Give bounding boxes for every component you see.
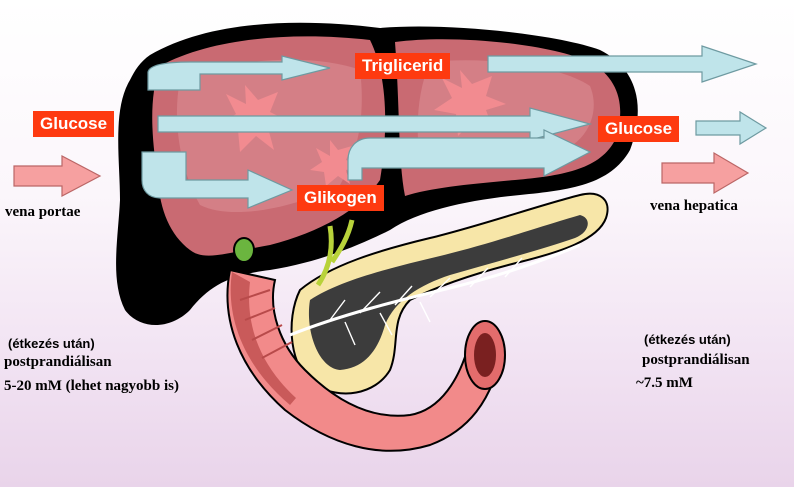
flow-arrow: [487, 45, 758, 83]
portal-vein-arrow: [13, 155, 102, 197]
left-postprandial: postprandiálisan: [4, 354, 112, 370]
hepatic-vein-arrow: [661, 151, 750, 195]
pancreas: [289, 192, 609, 395]
vena-portae-label: vena portae: [5, 204, 81, 220]
glucose-out-tag: Glucose: [598, 116, 680, 142]
flow-arrow: [141, 151, 294, 209]
glikogen-tag: Glikogen: [297, 185, 384, 211]
vena-hepatica-label: vena hepatica: [650, 198, 738, 214]
triglicerid-tag: Triglicerid: [355, 53, 451, 79]
flow-arrow: [157, 107, 593, 141]
left-note: (étkezés után): [8, 336, 95, 351]
left-concentration: 5-20 mM (lehet nagyobb is): [4, 378, 179, 394]
flow-arrow: [147, 55, 331, 91]
right-concentration: ~7.5 mM: [636, 375, 693, 391]
flow-arrows: [141, 45, 768, 209]
right-postprandial: postprandiálisan: [642, 352, 750, 368]
glucose-in-tag: Glucose: [33, 111, 115, 137]
flow-arrow: [347, 129, 592, 181]
flow-arrow: [695, 110, 768, 146]
duodenum: [226, 268, 506, 452]
right-note: (étkezés után): [644, 332, 731, 347]
